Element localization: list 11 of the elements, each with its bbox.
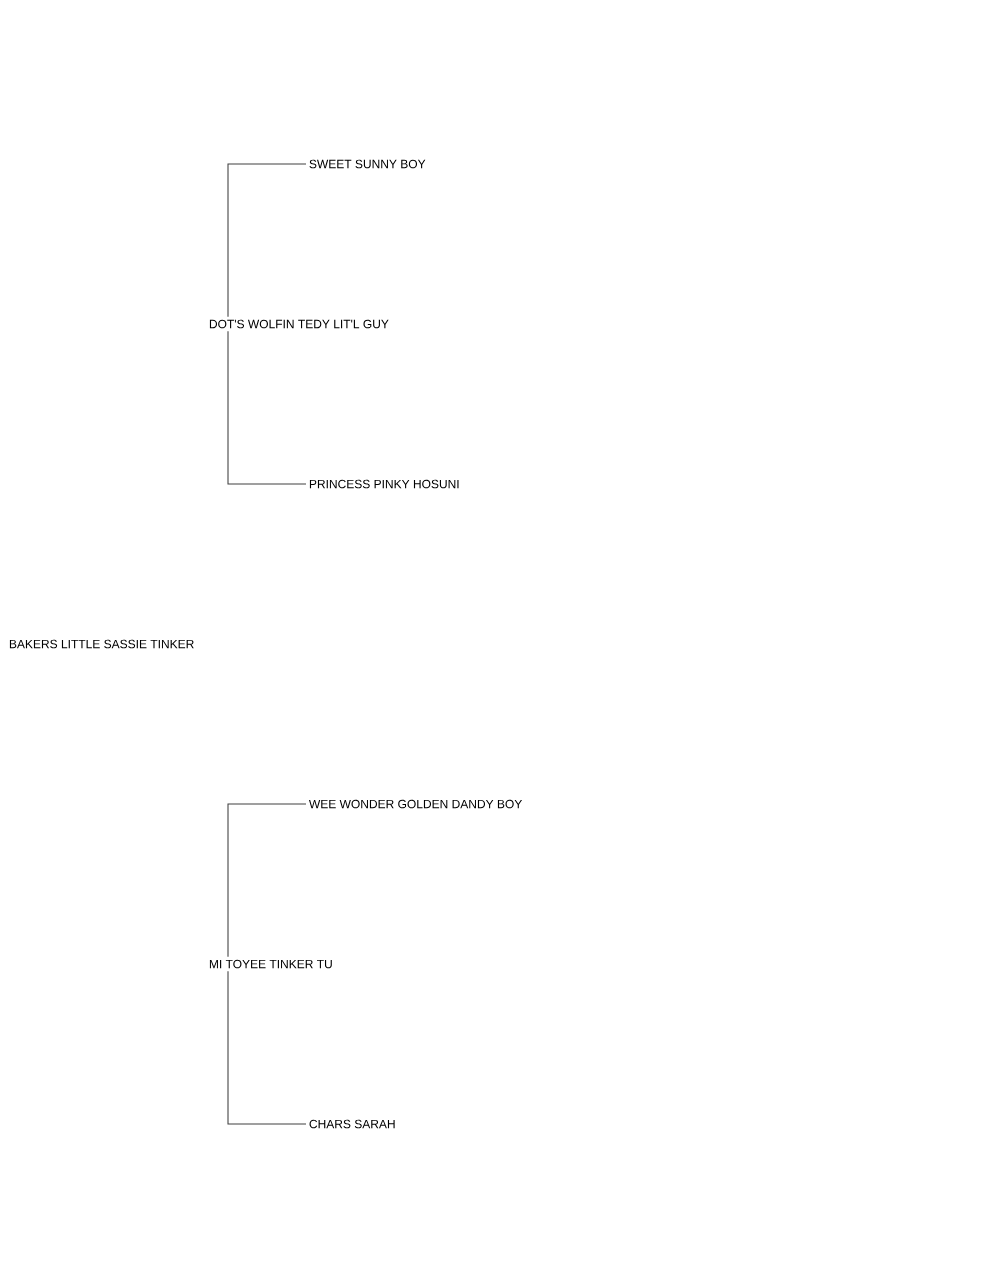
connector-line [227,970,307,1125]
connector-line [227,803,307,958]
connector-line [227,163,307,318]
pedigree-name: WEE WONDER GOLDEN DANDY BOY [309,799,522,809]
connector-line [227,330,307,485]
pedigree-name: SWEET SUNNY BOY [309,159,426,169]
pedigree-name: MI TOYEE TINKER TU [209,959,332,969]
pedigree-name: BAKERS LITTLE SASSIE TINKER [9,639,194,649]
pedigree-name: DOT'S WOLFIN TEDY LIT'L GUY [209,319,389,329]
pedigree-name: CHARS SARAH [309,1119,395,1129]
pedigree-name: PRINCESS PINKY HOSUNI [309,479,459,489]
